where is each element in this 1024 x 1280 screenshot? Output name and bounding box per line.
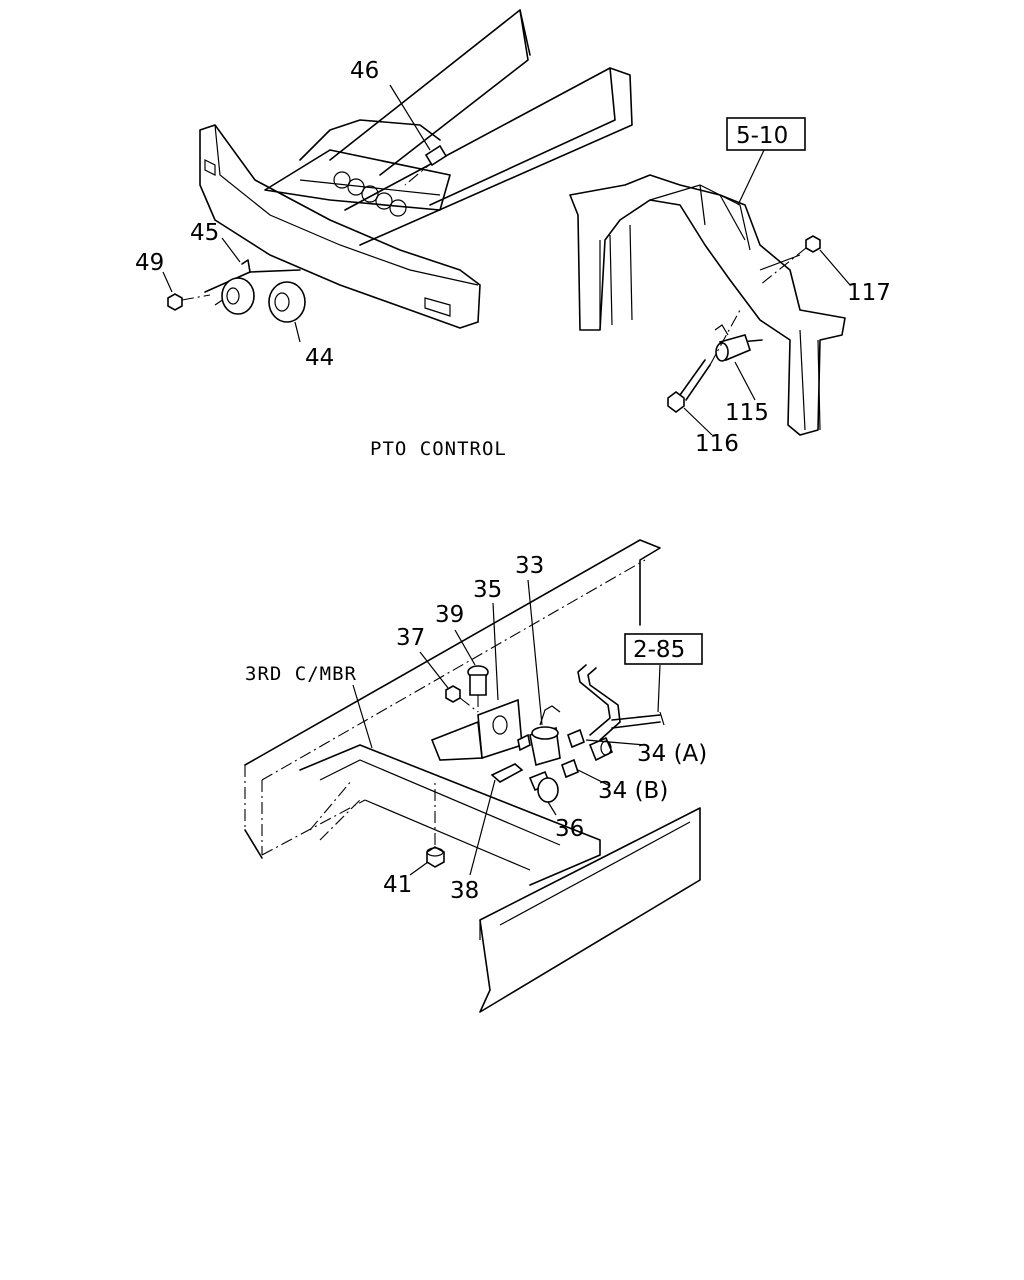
bolt-39 bbox=[467, 665, 489, 712]
callout-117: 117 bbox=[847, 280, 891, 306]
ref-box-5-10[interactable]: 5-10 bbox=[726, 117, 806, 151]
nut-37 bbox=[445, 685, 479, 713]
nut-49 bbox=[167, 293, 211, 311]
callout-46: 46 bbox=[350, 58, 379, 84]
ref-box-2-85[interactable]: 2-85 bbox=[624, 633, 703, 665]
callout-115: 115 bbox=[725, 400, 769, 426]
callout-38: 38 bbox=[450, 878, 479, 904]
front-frame-assembly bbox=[162, 9, 633, 343]
bolt-116 bbox=[667, 309, 741, 413]
solenoid-valve-33 bbox=[517, 705, 561, 767]
horn-rear bbox=[221, 277, 255, 315]
fitting-34b bbox=[561, 758, 579, 779]
callout-45: 45 bbox=[190, 220, 219, 246]
callout-35: 35 bbox=[473, 577, 502, 603]
ref-2-85-label: 2-85 bbox=[633, 637, 685, 663]
plate-38 bbox=[490, 763, 524, 783]
third-crossmember-caption: 3RD C/MBR bbox=[245, 663, 357, 685]
fitting-34a bbox=[567, 728, 614, 762]
callout-39: 39 bbox=[435, 602, 464, 628]
bracket-35 bbox=[430, 698, 523, 761]
ref-5-10-label: 5-10 bbox=[736, 123, 788, 149]
callout-34b: 34 (B) bbox=[598, 778, 668, 804]
callout-36: 36 bbox=[555, 816, 584, 842]
callout-41: 41 bbox=[383, 872, 412, 898]
callout-37: 37 bbox=[396, 625, 425, 651]
bolt-46 bbox=[404, 144, 448, 186]
callout-49: 49 bbox=[135, 250, 164, 276]
callout-116: 116 bbox=[695, 431, 739, 457]
horn-44 bbox=[268, 281, 306, 323]
pto-switch-115 bbox=[714, 324, 763, 362]
nut-41 bbox=[426, 780, 445, 868]
nut-117 bbox=[759, 235, 821, 286]
bolt-36 bbox=[528, 770, 559, 803]
cab-pillar-assembly bbox=[569, 147, 851, 436]
pto-control-caption: PTO CONTROL bbox=[370, 438, 507, 460]
callout-34a: 34 (A) bbox=[637, 741, 707, 767]
crossmember-assembly bbox=[244, 539, 701, 1013]
callout-33: 33 bbox=[515, 553, 544, 579]
callout-44: 44 bbox=[305, 345, 334, 371]
